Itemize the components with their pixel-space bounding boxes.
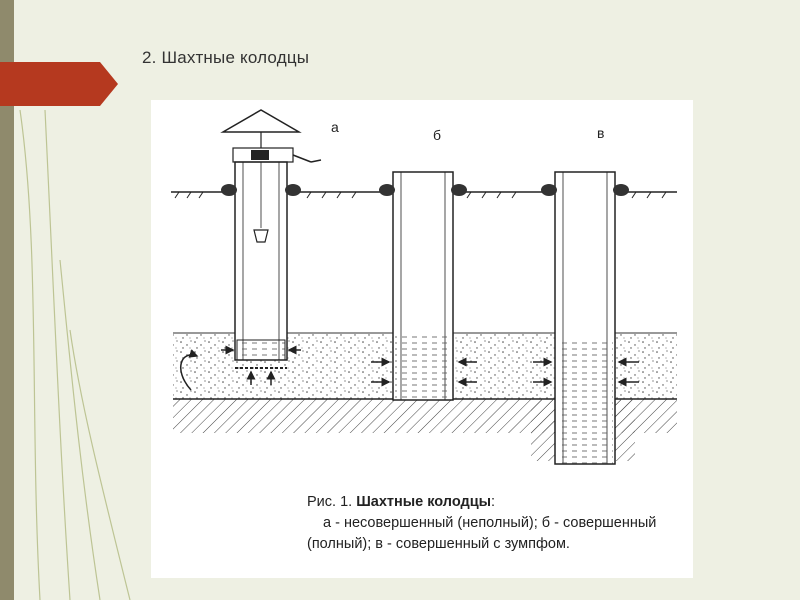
well-v bbox=[533, 171, 639, 465]
caption-line-2: а - несовершенный (неполный); б - соверш… bbox=[323, 515, 657, 531]
label-a: а bbox=[331, 119, 339, 135]
red-arrow-tab bbox=[0, 62, 118, 106]
caption-title: Шахтные колодцы bbox=[356, 494, 491, 510]
label-b: б bbox=[433, 127, 441, 143]
slide-title: 2. Шахтные колодцы bbox=[142, 48, 310, 67]
wells-diagram: а б в bbox=[171, 109, 677, 465]
caption-prefix: Рис. 1. bbox=[307, 494, 353, 510]
figure-caption: Рис. 1. Шахтные колодцы: а - несовершенн… bbox=[307, 492, 687, 555]
caption-line-3: (полный); в - совершенный с зумпфом. bbox=[307, 536, 570, 552]
well-a bbox=[180, 109, 322, 391]
caption-colon: : bbox=[491, 494, 496, 510]
well-b bbox=[371, 171, 477, 401]
label-v: в bbox=[597, 125, 604, 141]
figure-panel: а б в Рис. 1. Шахтные колодцы: а - несов… bbox=[151, 100, 693, 578]
left-decorative-strip bbox=[0, 0, 14, 600]
caption-line-1: Рис. 1. Шахтные колодцы: bbox=[307, 492, 687, 513]
